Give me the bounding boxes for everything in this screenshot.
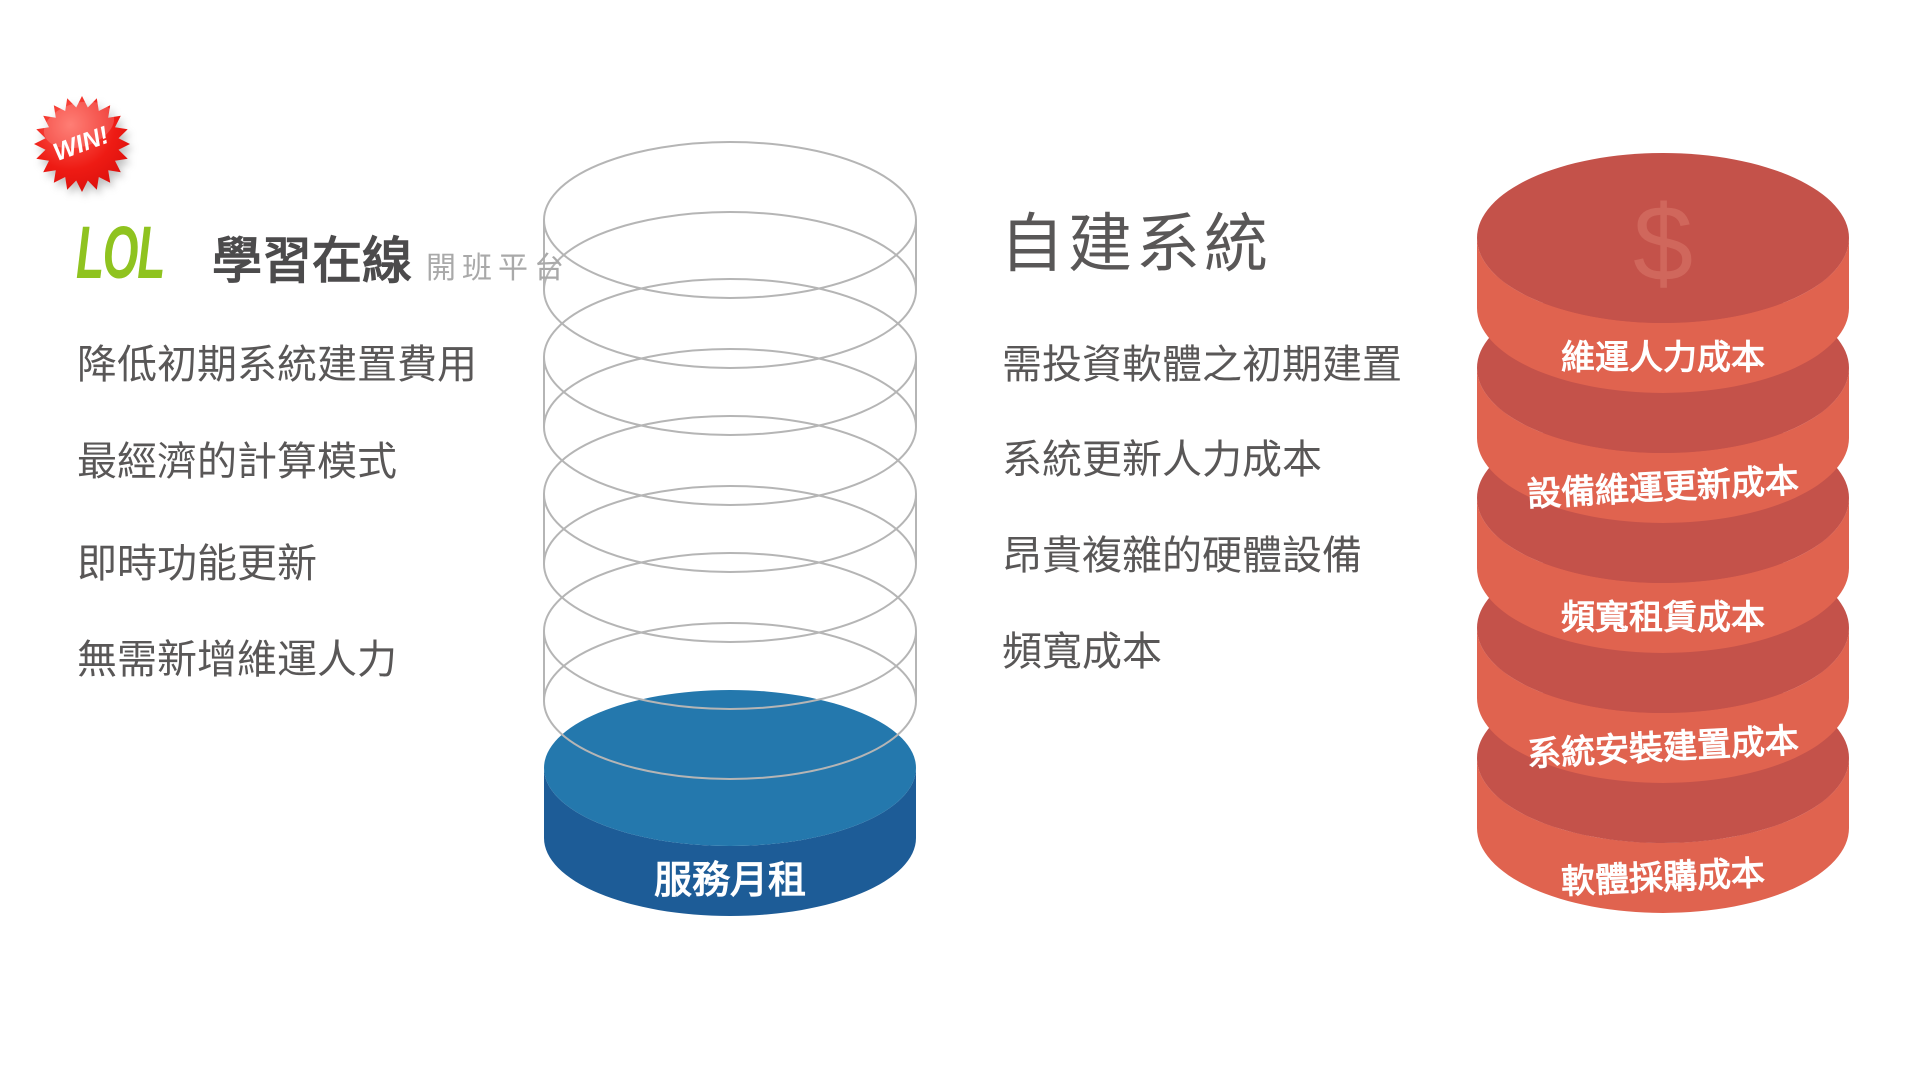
cost-coin-label: 維運人力成本 (1561, 339, 1765, 377)
cost-coin-label: 頻寬租賃成本 (1561, 599, 1765, 637)
logo-name-text: 學習在線 (211, 233, 412, 289)
drawback-item: 需投資軟體之初期建置 (1002, 343, 1402, 387)
drawback-item: 昂貴複雜的硬體設備 (1002, 534, 1362, 578)
drawback-item: 系統更新人力成本 (1002, 438, 1322, 482)
dollar-icon: $ (1633, 183, 1693, 304)
logo-suffix-text: 開班平台 (425, 252, 570, 285)
badge-gloss (43, 101, 115, 149)
feature-item: 即時功能更新 (77, 542, 317, 586)
right-section-title: 自建系統 (1000, 208, 1272, 280)
monthly-fee-label: 服務月租 (654, 860, 806, 902)
logo-brand-text: LOL (76, 211, 165, 294)
feature-item: 最經濟的計算模式 (77, 440, 397, 484)
feature-item: 無需新增維運人力 (77, 638, 397, 682)
win-badge: WIN! (34, 96, 130, 192)
starburst-icon (34, 96, 130, 192)
drawback-item: 頻寬成本 (1002, 630, 1162, 674)
monthly-fee-cylinder (543, 141, 917, 916)
cost-coin-stack (1477, 153, 1849, 913)
feature-item: 降低初期系統建置費用 (77, 343, 477, 387)
cost-coin-label: 軟體採購成本 (1560, 855, 1765, 902)
brand-logo: LOL 學習在線 開班平台 (76, 216, 570, 290)
